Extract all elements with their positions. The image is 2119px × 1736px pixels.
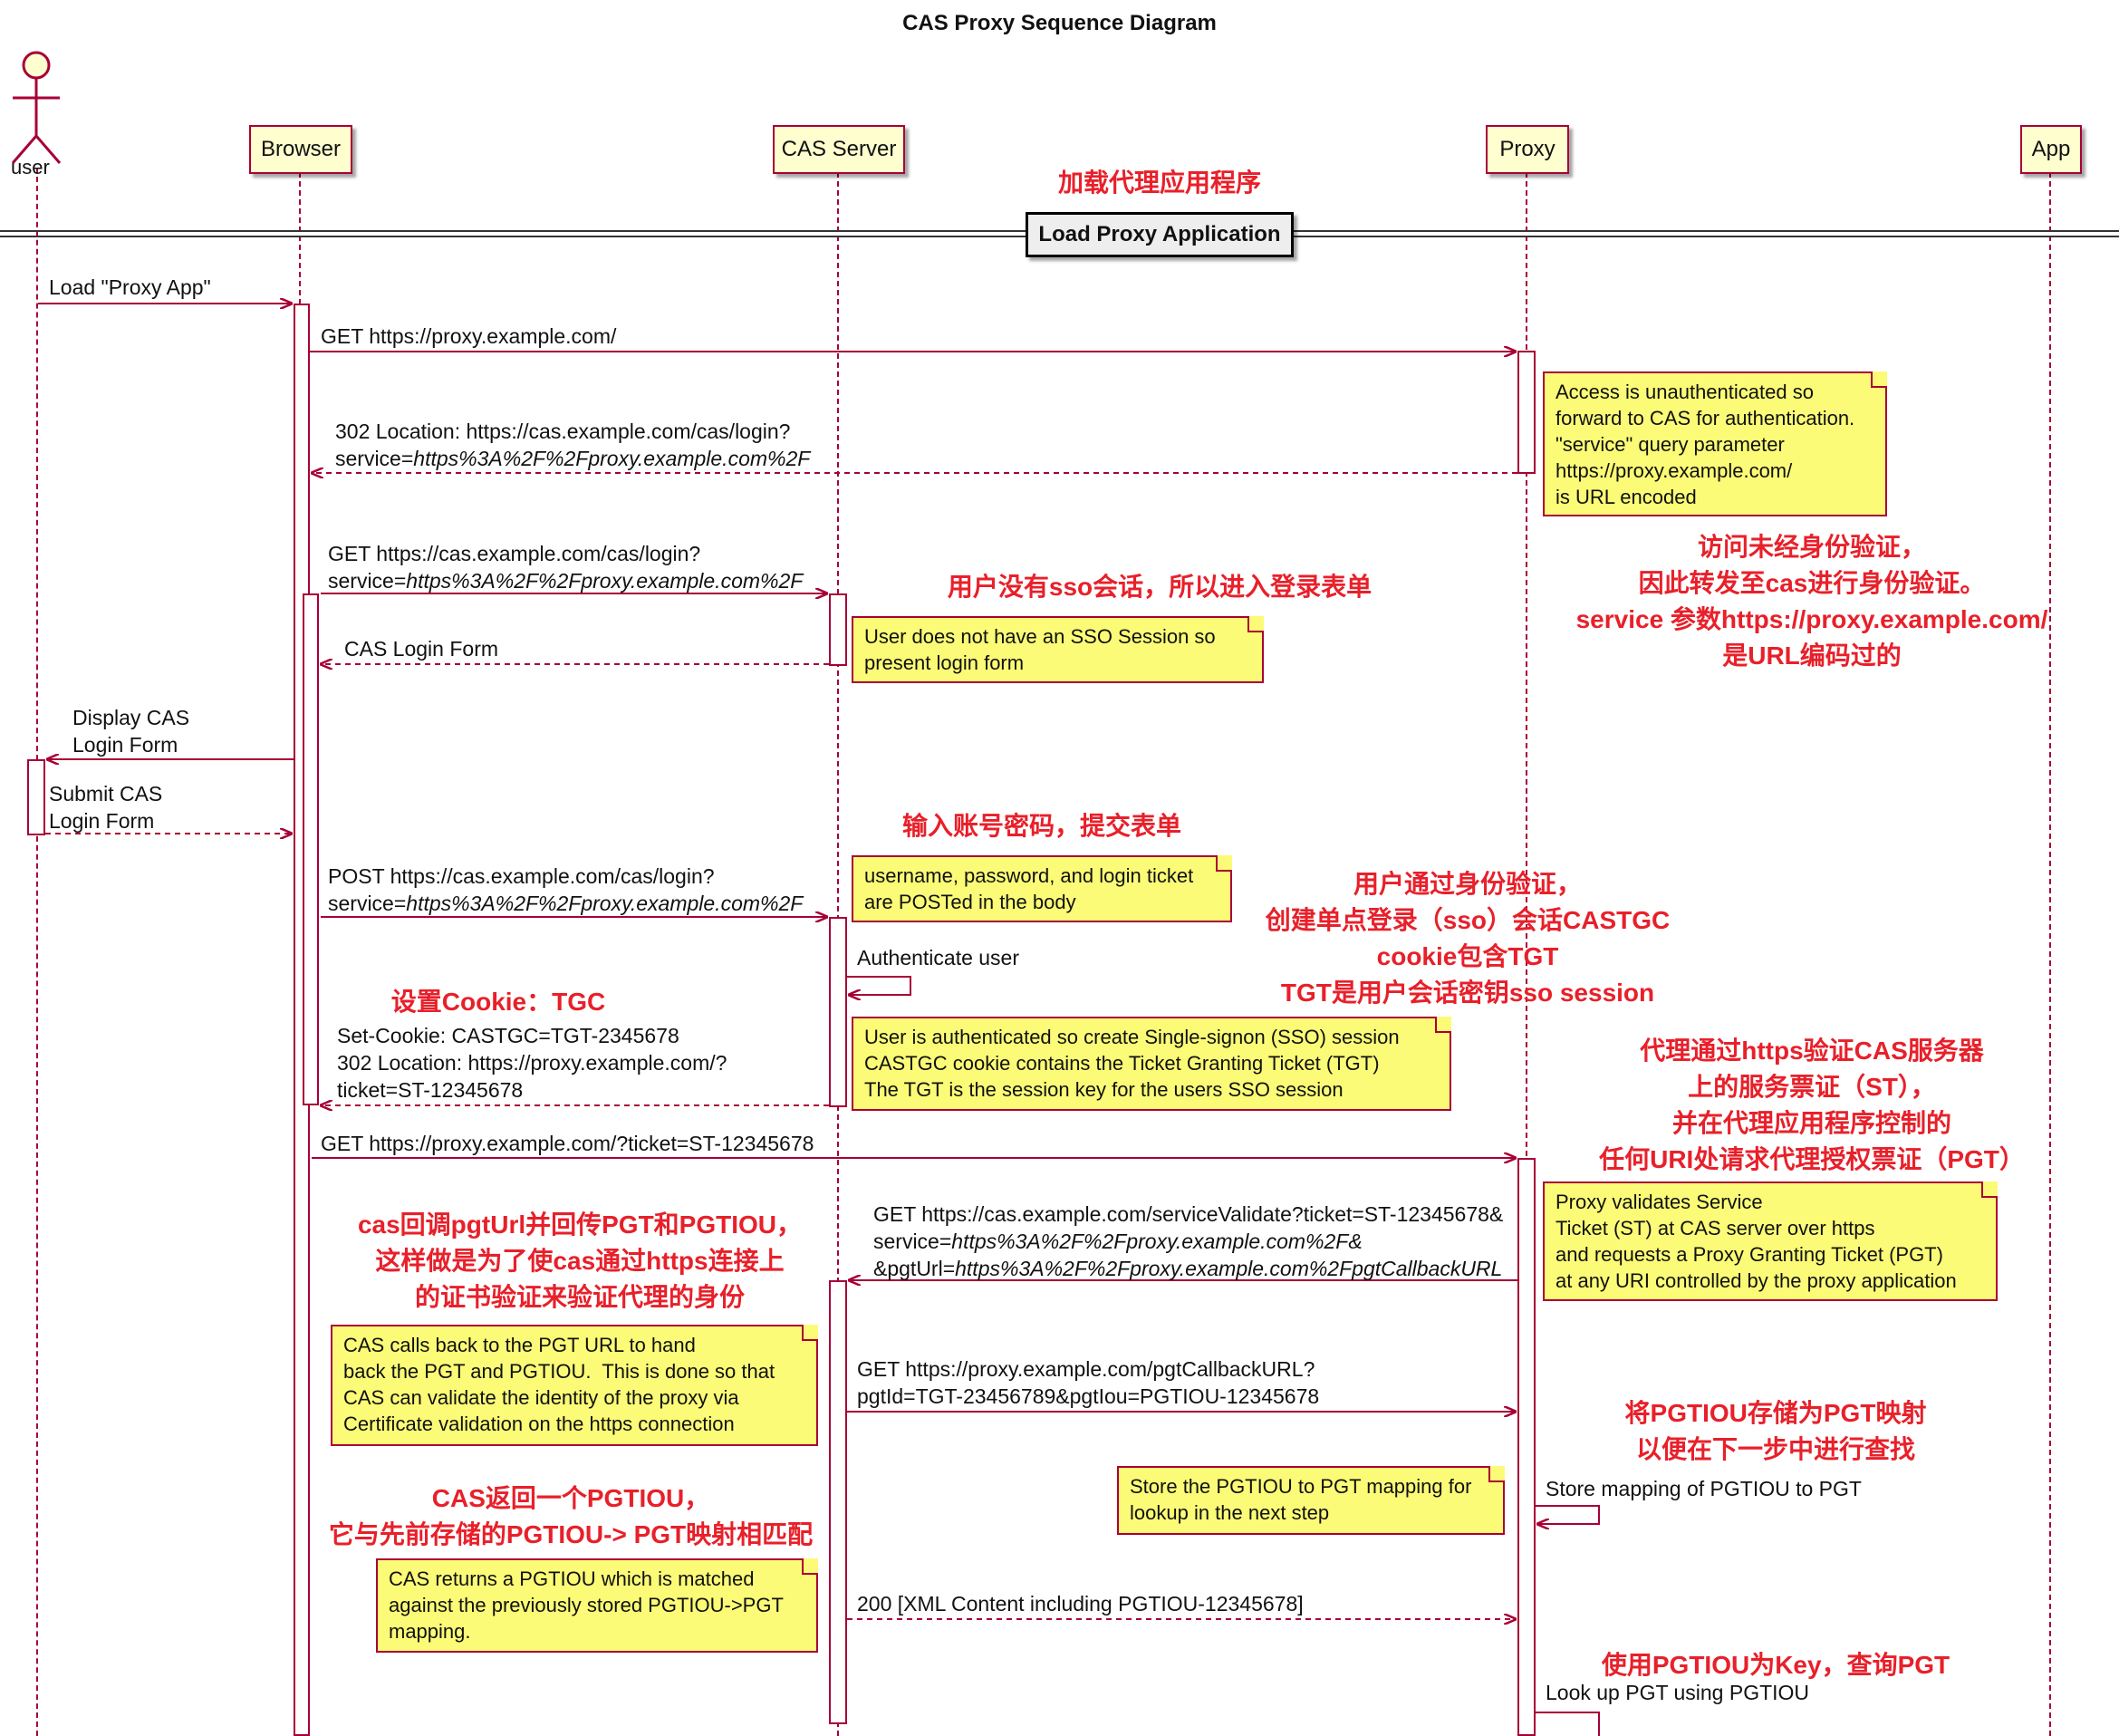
lifeline-app <box>2049 172 2051 1736</box>
participant-browser: Browser <box>249 125 352 174</box>
note-corner <box>802 1558 818 1575</box>
msg-302-line1: 302 Location: https://cas.example.com/ca… <box>335 420 791 443</box>
lifeline-proxy <box>1526 172 1527 1736</box>
annotation-no-sso-session: 用户没有sso会话，所以进入登录表单 <box>947 573 1373 601</box>
msg-validate-service: service= <box>873 1230 952 1253</box>
user-actor-icon <box>11 51 62 164</box>
msg-load-proxy-app: Load "Proxy App" <box>49 275 211 299</box>
msg-302-service-value: https%3A%2F%2Fproxy.example.com%2F <box>413 447 811 470</box>
msg-store-mapping: Store mapping of PGTIOU to PGT <box>1546 1477 1862 1500</box>
msg-get-cas-service-value: https%3A%2F%2Fproxy.example.com%2F <box>406 569 804 593</box>
note-corner <box>1216 855 1232 872</box>
annotation-set-cookie: 设置Cookie：TGC <box>390 988 606 1016</box>
arrow-look-up-pgt <box>1536 1712 1600 1736</box>
annotation-proxy-validates: 代理通过https验证CAS服务器 上的服务票证（ST）， 并在代理应用程序控制… <box>1599 1037 2025 1173</box>
annotation-load-proxy-app: 加载代理应用程序 <box>1057 169 1261 197</box>
arrow-store-mapping <box>1536 1505 1600 1524</box>
annotation-submit-form: 输入账号密码，提交表单 <box>901 812 1181 840</box>
msg-302-location: 302 Location: https://cas.example.com/ca… <box>335 418 810 472</box>
actor-label-user: user <box>11 156 50 178</box>
note-proxy-validates: Proxy validates Service Ticket (ST) at C… <box>1543 1181 1998 1301</box>
activation-proxy-2 <box>1517 1158 1536 1736</box>
note-user-authenticated: User is authenticated so create Single-s… <box>852 1017 1451 1111</box>
note-corner <box>1981 1181 1998 1198</box>
annotation-user-authenticated: 用户通过身份验证， 创建单点登录（sso）会话CASTGC cookie包含TG… <box>1265 870 1671 1007</box>
msg-get-cas-service: service= <box>328 569 407 593</box>
msg-200-xml: 200 [XML Content including PGTIOU-123456… <box>857 1592 1304 1615</box>
msg-get-cas-login: GET https://cas.example.com/cas/login? se… <box>328 540 803 594</box>
note-corner <box>1247 616 1264 632</box>
msg-validate-line1: GET https://cas.example.com/serviceValid… <box>873 1202 1504 1226</box>
note-corner <box>1435 1017 1451 1033</box>
note-corner <box>802 1325 818 1341</box>
msg-set-cookie: Set-Cookie: CASTGC=TGT-2345678 302 Locat… <box>337 1024 727 1102</box>
msg-validate-pgturl-value: https%3A%2F%2Fproxy.example.com%2FpgtCal… <box>955 1257 1503 1280</box>
annotation-unauthenticated: 访问未经身份验证， 因此转发至cas进行身份验证。 service 参数http… <box>1575 533 2048 670</box>
activation-browser-nested <box>303 593 319 1105</box>
annotation-look-up-pgt: 使用PGTIOU为Key，查询PGT <box>1601 1651 1950 1679</box>
msg-302-service: service= <box>335 447 414 470</box>
msg-get-proxy: GET https://proxy.example.com/ <box>321 324 617 348</box>
msg-validate-pgturl: &pgtUrl= <box>873 1257 956 1280</box>
msg-authenticate-user: Authenticate user <box>857 946 1020 969</box>
msg-look-up-pgt: Look up PGT using PGTIOU <box>1546 1681 1810 1704</box>
note-corner <box>1488 1466 1505 1482</box>
activation-user <box>27 759 45 835</box>
annotation-cas-calls-back: cas回调pgtUrl并回传PGT和PGTIOU， 这样做是为了使cas通过ht… <box>357 1210 803 1311</box>
note-store-pgtiou: Store the PGTIOU to PGT mapping for look… <box>1117 1466 1505 1535</box>
note-cas-calls-back: CAS calls back to the PGT URL to hand ba… <box>331 1325 818 1446</box>
note-cas-returns-pgtiou: CAS returns a PGTIOU which is matched ag… <box>376 1558 818 1653</box>
msg-get-proxy-ticket: GET https://proxy.example.com/?ticket=ST… <box>321 1132 814 1155</box>
note-credentials-posted: username, password, and login ticket are… <box>852 855 1232 922</box>
activation-cas-3 <box>829 1280 847 1724</box>
divider-load-proxy-application: Load Proxy Application <box>1026 212 1294 257</box>
note-unauthenticated: Access is unauthenticated so forward to … <box>1543 371 1887 516</box>
arrow-authenticate-user <box>847 976 911 995</box>
msg-post-service: service= <box>328 892 407 915</box>
note-no-sso-session: User does not have an SSO Session so pre… <box>852 616 1264 683</box>
msg-post-line1: POST https://cas.example.com/cas/login? <box>328 864 715 888</box>
msg-display-login-form: Display CAS Login Form <box>72 706 190 757</box>
participant-cas-server: CAS Server <box>773 125 905 174</box>
msg-validate-service-value: https%3A%2F%2Fproxy.example.com%2F& <box>951 1230 1363 1253</box>
annotation-store-pgtiou: 将PGTIOU存储为PGT映射 以便在下一步中进行查找 <box>1624 1399 1927 1463</box>
msg-submit-login-form: Submit CAS Login Form <box>49 782 163 833</box>
lifeline-user <box>36 168 38 1736</box>
activation-cas-1 <box>829 593 847 666</box>
diagram-title: CAS Proxy Sequence Diagram <box>902 11 1217 35</box>
participant-app: App <box>2020 125 2082 174</box>
activation-proxy-1 <box>1517 351 1536 474</box>
msg-post-cas-login: POST https://cas.example.com/cas/login? s… <box>328 863 803 917</box>
msg-pgt-callback: GET https://proxy.example.com/pgtCallbac… <box>857 1357 1320 1408</box>
activation-cas-2 <box>829 917 847 1107</box>
msg-get-cas-line1: GET https://cas.example.com/cas/login? <box>328 542 701 565</box>
annotation-cas-returns-pgtiou: CAS返回一个PGTIOU， 它与先前存储的PGTIOU-> PGT映射相匹配 <box>328 1484 814 1548</box>
msg-cas-login-form: CAS Login Form <box>344 637 499 661</box>
msg-post-service-value: https%3A%2F%2Fproxy.example.com%2F <box>406 892 804 915</box>
msg-service-validate: GET https://cas.example.com/serviceValid… <box>873 1201 1503 1282</box>
participant-proxy: Proxy <box>1486 125 1569 174</box>
note-corner <box>1871 371 1887 388</box>
